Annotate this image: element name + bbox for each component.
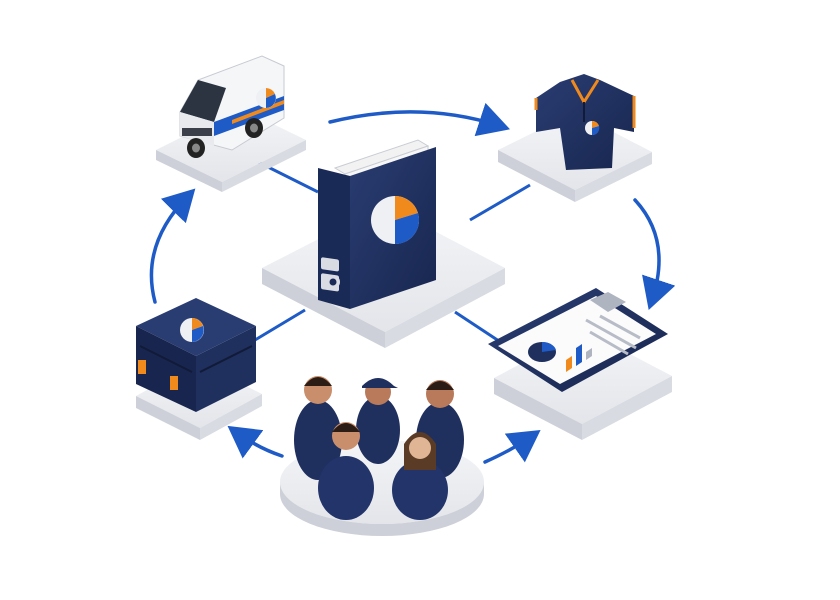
polo-shirt-icon <box>534 74 636 170</box>
arrow-team-to-clipboard <box>483 429 541 464</box>
shirt-node <box>498 74 652 202</box>
cycle-arrows <box>149 102 676 464</box>
arrow-team-to-case <box>227 425 284 459</box>
pie-logo-icon <box>371 195 420 245</box>
person-back-left <box>294 376 342 480</box>
connector-shirt <box>469 183 531 222</box>
brand-binder-icon <box>318 139 436 309</box>
team-group-icon <box>294 376 464 520</box>
arrow-shirt-to-clipboard <box>633 198 676 310</box>
connector-case <box>254 308 306 342</box>
report-clipboard-icon <box>488 288 668 392</box>
person-front-left <box>318 422 374 520</box>
delivery-van-icon <box>179 55 285 158</box>
arrow-van-to-shirt <box>328 102 510 137</box>
person-back-center <box>356 378 400 464</box>
report-pie-icon <box>528 341 556 362</box>
clipboard-node <box>488 288 672 440</box>
person-front-right <box>392 432 448 520</box>
arrow-case-to-van <box>149 188 196 304</box>
van-node <box>156 55 306 192</box>
connector-clipboard <box>454 310 506 347</box>
report-bars-icon <box>566 344 592 372</box>
equipment-case-icon <box>136 298 256 412</box>
case-node <box>136 298 262 440</box>
hub-node <box>262 139 505 348</box>
team-node <box>280 376 484 536</box>
